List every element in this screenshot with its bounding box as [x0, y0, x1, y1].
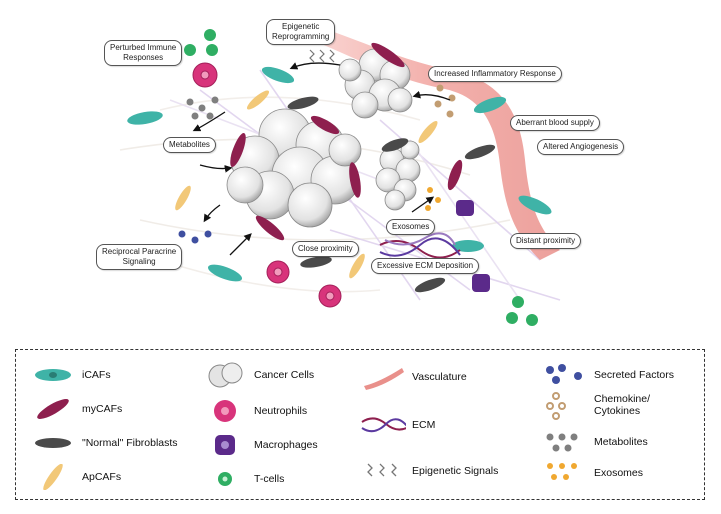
callout-exosomes: Exosomes [386, 219, 436, 235]
ecm-icon [361, 417, 406, 433]
callout-aberrant-blood-supply: Aberrant blood supply [510, 115, 600, 131]
legend-label-icafs: iCAFs [82, 369, 111, 381]
tumor-cluster-small [375, 140, 421, 211]
normal-fibroblast-icon [35, 438, 71, 448]
tcell-icon [218, 472, 232, 486]
legend-item-chemokine-cytokines: Chemokine/ Cytokines [542, 390, 650, 420]
legend-item-tcells: T-cells [202, 464, 284, 494]
callout-close-proximity: Close proximity [292, 241, 359, 257]
callout-metabolites: Metabolites [163, 137, 216, 153]
mycaf-cells-scene [230, 42, 463, 241]
neutrophils-scene [192, 62, 342, 308]
icaf-icon [35, 369, 71, 381]
normal-fibroblast-cells-scene [287, 96, 496, 293]
exosomes-icon [547, 463, 577, 480]
callout-epigenetic-reprogramming: Epigenetic Reprogramming [266, 19, 336, 45]
apcaf-cells-scene [175, 90, 438, 279]
callout-distant-proximity: Distant proximity [510, 233, 582, 249]
legend-item-normal-fibroblasts: "Normal" Fibroblasts [30, 428, 178, 458]
metabolites-icon [546, 433, 578, 452]
legend-item-neutrophils: Neutrophils [202, 396, 307, 426]
legend-label-mycafs: myCAFs [82, 403, 123, 415]
interaction-arrows [192, 62, 451, 256]
legend-item-ecm: ECM [360, 410, 435, 440]
vasculature-icon [364, 368, 404, 390]
legend-label-exosomes: Exosomes [594, 467, 644, 479]
legend-item-macrophages: Macrophages [202, 430, 318, 460]
legend-label-metabolites: Metabolites [594, 436, 648, 448]
epigenetic-signal-icon [367, 463, 397, 477]
legend-item-secreted-factors: Secreted Factors [542, 360, 674, 390]
macrophages-scene [456, 200, 490, 292]
ecm-deposition-scene [379, 232, 461, 259]
tcells-scene [184, 29, 538, 326]
icaf-cells-scene [127, 66, 552, 282]
callout-altered-angiogenesis: Altered Angiogenesis [537, 139, 625, 155]
legend-label-neutrophils: Neutrophils [254, 405, 308, 417]
legend-label-ecm: ECM [412, 419, 436, 431]
apcaf-icon [43, 464, 63, 490]
legend-item-metabolites: Metabolites [542, 427, 648, 457]
legend-item-vasculature: Vasculature [360, 362, 467, 392]
neutrophil-icon [214, 400, 236, 422]
legend-item-epigenetic-signals: Epigenetic Signals [360, 456, 498, 486]
factor-dots-scene [178, 84, 456, 244]
callout-reciprocal-paracrine: Reciprocal Paracrine Signaling [96, 244, 183, 270]
legend-label-epigenetic-signals: Epigenetic Signals [412, 465, 499, 477]
legend-label-vasculature: Vasculature [412, 371, 467, 383]
legend-item-apcafs: ApCAFs [30, 462, 121, 492]
legend-label-chemokine-cytokines: Chemokine/ Cytokines [594, 393, 651, 417]
tumor-cluster-main [226, 108, 362, 228]
legend-item-cancer-cells: Cancer Cells [202, 360, 314, 390]
legend-label-tcells: T-cells [254, 473, 285, 485]
legend-label-secreted-factors: Secreted Factors [594, 369, 674, 381]
legend-label-macrophages: Macrophages [254, 439, 318, 451]
chemokine-icon [546, 392, 566, 420]
secreted-factors-icon [546, 364, 582, 384]
callout-inflammatory-response: Increased Inflammatory Response [428, 66, 562, 82]
legend-label-apcafs: ApCAFs [82, 471, 122, 483]
macrophage-icon [215, 435, 235, 455]
legend-label-normal-fibroblasts: "Normal" Fibroblasts [82, 437, 178, 449]
legend-item-icafs: iCAFs [30, 360, 111, 390]
epigenetic-marks-scene [309, 49, 335, 63]
legend-item-mycafs: myCAFs [30, 394, 122, 424]
callout-perturbed-immune: Perturbed Immune Responses [104, 40, 183, 66]
callout-ecm-deposition: Excessive ECM Deposition [371, 258, 480, 274]
legend-item-exosomes: Exosomes [542, 458, 643, 488]
legend-label-cancer-cells: Cancer Cells [254, 369, 315, 381]
cancer-cell-icon [208, 362, 243, 388]
mycaf-icon [37, 399, 69, 419]
legend-box: iCAFs myCAFs "Normal" Fibroblasts ApCAFs… [15, 349, 705, 500]
